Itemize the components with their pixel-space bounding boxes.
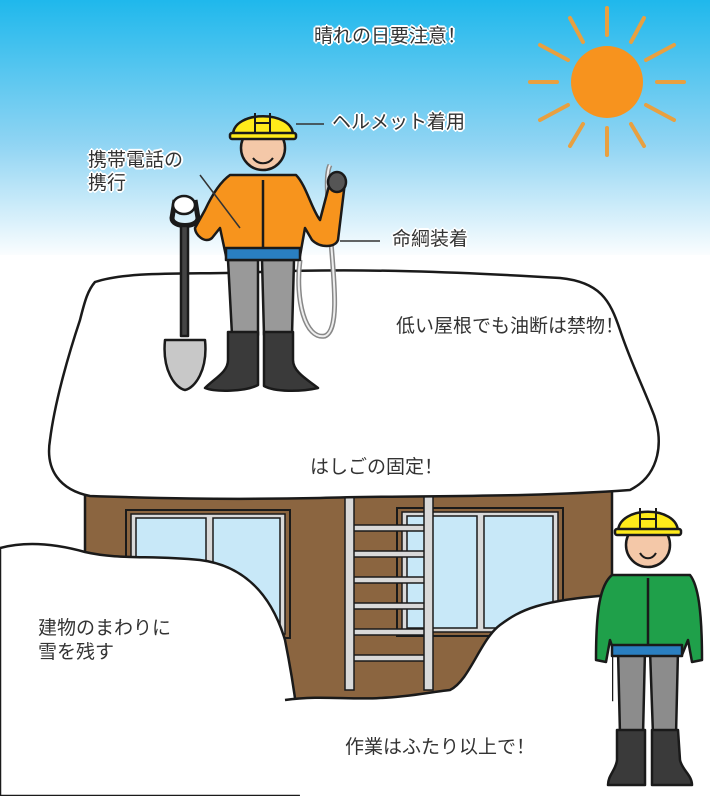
label-phone-line1: 携帯電話の [88, 149, 184, 171]
label-lifeline: 命綱装着 [392, 228, 469, 250]
label-helmet: ヘルメット着用 [332, 111, 466, 133]
sky-background [0, 0, 710, 260]
worker-orange-icon [163, 113, 348, 392]
worker-green-icon [594, 508, 704, 787]
label-two-people: 作業はふたり以上で！ [345, 736, 536, 758]
roof-snow [47, 269, 660, 501]
label-sunny-day: 晴れの日要注意！ [314, 25, 467, 47]
ground-snow-middle [290, 595, 612, 796]
label-low-roof: 低い屋根でも油断は禁物！ [396, 315, 625, 337]
label-snow-around-line2: 雪を残す [38, 641, 115, 663]
shovel-icon [163, 199, 207, 392]
label-snow-around-line1: 建物のまわりに [38, 617, 172, 639]
leader-lines [199, 123, 380, 242]
sun-icon [528, 6, 686, 157]
label-phone-line2: 携行 [88, 172, 127, 194]
label-ladder: はしごの固定！ [310, 456, 444, 478]
